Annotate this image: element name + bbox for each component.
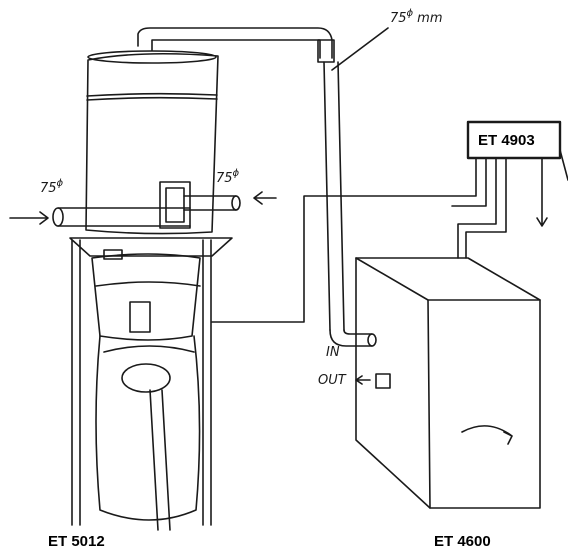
control-box-label: ET 4903 [478, 132, 535, 149]
collector-label: ET 5012 [48, 533, 105, 550]
collector-sack-ring [103, 345, 195, 353]
diameter-right-label: 75ϕ [216, 168, 240, 186]
down-arrow-1 [536, 157, 548, 227]
collector-switch [103, 249, 123, 260]
collector-cylinder-top [87, 50, 217, 64]
collector-cylinder [85, 52, 219, 235]
out-label: OUT [318, 373, 347, 388]
diameter-left-label: 75ϕ [40, 178, 64, 196]
out-connector [375, 373, 391, 389]
collector-band-2 [86, 96, 218, 101]
cable-4 [465, 157, 507, 259]
elbow-in [329, 329, 373, 347]
machine-box [355, 257, 541, 509]
collector-bag-ring [95, 281, 201, 287]
in-label: IN [326, 345, 340, 360]
cable-1 [211, 157, 477, 323]
collector-unit [69, 50, 233, 531]
machine-label: ET 4600 [434, 533, 491, 550]
collector-sack [95, 335, 201, 521]
leader-top [331, 27, 389, 71]
collector-band-1 [86, 92, 218, 97]
cable-3 [457, 157, 497, 259]
out-arrow [355, 375, 371, 385]
inlet-arrow-left [9, 211, 49, 225]
collector-shaft [149, 389, 159, 531]
collector-shaft-2 [161, 389, 171, 531]
inlet-flange [159, 181, 191, 229]
collector-hopper [69, 237, 233, 257]
collector-impeller [121, 363, 171, 393]
inlet-arrow-right [253, 191, 277, 205]
collector-bag-upper [91, 253, 201, 341]
inlet-pipe [9, 181, 277, 229]
top-pipe [137, 27, 389, 347]
collector-clamp [129, 301, 151, 333]
control-box [211, 120, 568, 323]
rotation-arrow [461, 425, 513, 445]
down-arrow-2 [559, 149, 568, 181]
cable-2 [451, 157, 487, 207]
